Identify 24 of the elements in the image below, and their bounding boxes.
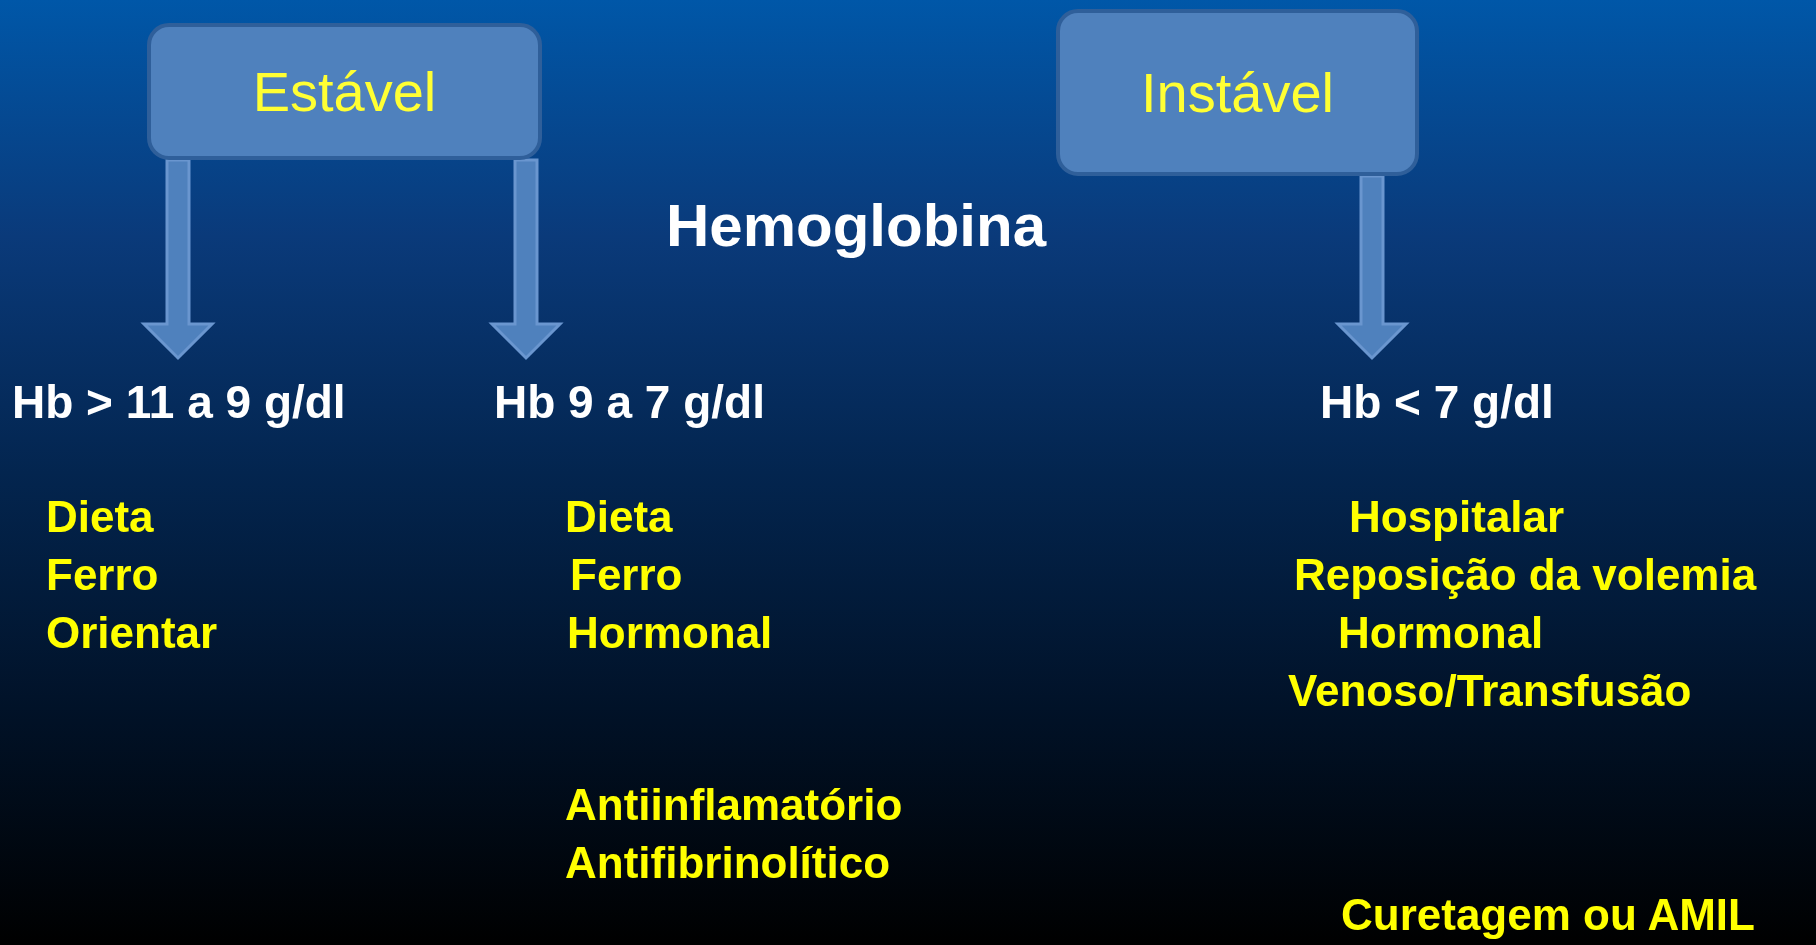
treatment-item: Ferro	[570, 550, 683, 600]
threshold-text: Hb < 7 g/dl	[1320, 362, 1554, 442]
treatment-item: Antifibrinolítico	[565, 838, 891, 888]
treatment-item: Venoso/Transfusão	[1288, 666, 1692, 716]
treatment-item: Hormonal	[567, 608, 773, 658]
block-arrow	[140, 158, 216, 361]
treatment-item: Dieta	[565, 492, 673, 542]
treatment-item: Reposição da volemia	[1294, 550, 1757, 600]
treatment-item: Antiinflamatório	[565, 780, 903, 830]
treatment-item: Hormonal	[1338, 608, 1544, 658]
box-label: Estável	[252, 63, 437, 120]
threshold-text: Hb > 11 a 9 g/dl	[12, 362, 346, 442]
category-box	[147, 23, 542, 160]
treatment-item: Orientar	[46, 608, 218, 658]
block-arrow	[488, 158, 564, 361]
treatment-item: Hospitalar	[1349, 492, 1565, 542]
title: Hemoglobina	[666, 196, 1046, 256]
block-arrow	[1334, 174, 1410, 361]
category-box	[1056, 9, 1419, 176]
threshold-text: Hb 9 a 7 g/dl	[494, 362, 765, 442]
box-label: Instável	[1141, 64, 1334, 121]
treatment-item: Curetagem ou AMIL	[1341, 890, 1755, 940]
treatment-item: Dieta	[46, 492, 154, 542]
treatment-item: Ferro	[46, 550, 159, 600]
